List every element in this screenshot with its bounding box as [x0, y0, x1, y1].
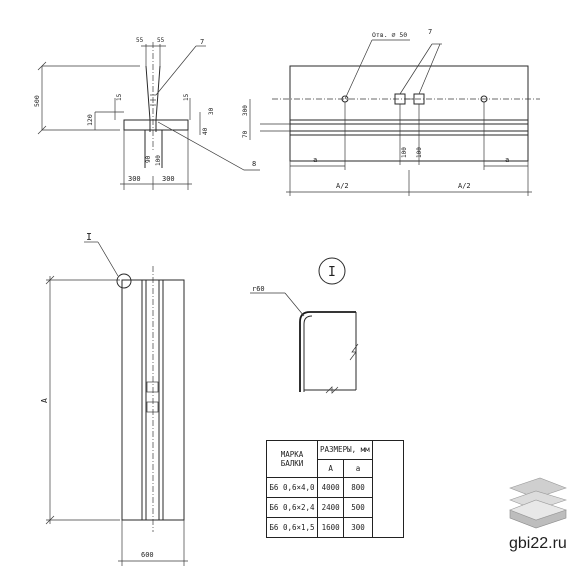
- table-header-sizes: РАЗМЕРЫ, мм: [317, 440, 373, 460]
- dim-40: 40: [202, 127, 209, 135]
- row-mark: Б6 0,6×4,0: [266, 477, 318, 498]
- callout-hole: Отв. ∅ 50: [372, 31, 407, 39]
- watermark-text[interactable]: gbi22.ru: [509, 535, 567, 552]
- site-logo: [509, 477, 567, 529]
- detail-radius: r60: [252, 285, 265, 293]
- table-row: Б6 0,6×1,5 1600 300: [266, 517, 404, 538]
- dim-15-right: 15: [183, 93, 190, 101]
- dim-15-left: 15: [116, 93, 123, 101]
- table-header-mark: МАРКА БАЛКИ: [266, 440, 318, 478]
- dim-600: 600: [141, 551, 154, 559]
- row-a: 800: [343, 477, 373, 498]
- dim-90: 90: [145, 155, 152, 163]
- detail-node-I: I r60: [250, 257, 359, 394]
- table-row: Б6 0,6×4,0 4000 800: [266, 477, 404, 498]
- dim-300-elev: 300: [242, 105, 249, 116]
- callout-7-elev: 7: [428, 28, 432, 36]
- dim-100-elev-a: 100: [401, 147, 408, 158]
- table-spare-column: [371, 440, 404, 538]
- dim-100: 100: [155, 155, 162, 166]
- plan-view: A I 600: [40, 232, 188, 566]
- beam-size-table: МАРКА БАЛКИ РАЗМЕРЫ, мм A a Б6 0,6×4,0 4…: [266, 440, 404, 538]
- row-mark: Б6 0,6×1,5: [266, 517, 318, 538]
- dim-55-left: 55: [136, 37, 144, 44]
- dim-120: 120: [86, 114, 94, 126]
- elevation-view: 300 70 100 100 a a A/2 A/2 Отв. ∅ 50 7: [242, 28, 540, 196]
- table-col-A: A: [316, 458, 345, 478]
- row-A: 2400: [316, 497, 345, 518]
- dim-half-left: A/2: [336, 182, 349, 190]
- table-row: Б6 0,6×2,4 2400 500: [266, 497, 404, 518]
- dim-half-right: A/2: [458, 182, 471, 190]
- row-a: 300: [343, 517, 373, 538]
- dim-300-right: 300: [162, 175, 175, 183]
- detail-label: I: [328, 265, 336, 280]
- section-view: 500 120 55 55 15 15 30 40 90 100: [33, 37, 260, 190]
- node-label-I: I: [86, 232, 92, 243]
- row-A: 4000: [316, 477, 345, 498]
- dim-55-right: 55: [157, 37, 165, 44]
- callout-8: 8: [252, 160, 256, 168]
- table-col-a: a: [343, 458, 373, 478]
- dim-300-left: 300: [128, 175, 141, 183]
- dim-70-elev: 70: [242, 130, 249, 138]
- row-a: 500: [343, 497, 373, 518]
- dim-500: 500: [33, 95, 41, 107]
- row-A: 1600: [316, 517, 345, 538]
- dim-100-elev-b: 100: [416, 147, 423, 158]
- row-mark: Б6 0,6×2,4: [266, 497, 318, 518]
- dim-A-plan: A: [40, 398, 49, 403]
- dim-30: 30: [208, 107, 215, 115]
- callout-7-section: 7: [200, 38, 204, 46]
- dim-a-left: a: [313, 156, 317, 164]
- dim-a-right: a: [505, 156, 509, 164]
